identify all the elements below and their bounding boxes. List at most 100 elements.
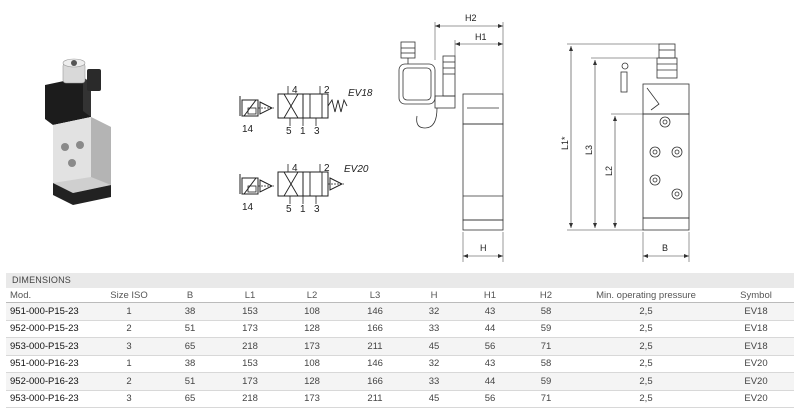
table-cell: 59 bbox=[540, 323, 552, 335]
table-cell: 953-000-P15-23 bbox=[10, 340, 79, 352]
table-cell: 953-000-P16-23 bbox=[10, 393, 79, 405]
table-cell: 128 bbox=[304, 323, 320, 335]
table-cell: 2 bbox=[126, 323, 132, 335]
table-cell: 2,5 bbox=[639, 340, 653, 352]
table-cell: 43 bbox=[484, 305, 496, 317]
table-cell: 2,5 bbox=[639, 305, 653, 317]
table-title: DIMENSIONS bbox=[6, 273, 794, 288]
front-dim-b: B bbox=[662, 243, 668, 253]
table-cell: 2,5 bbox=[639, 393, 653, 405]
ev20-port-4: 4 bbox=[292, 163, 298, 174]
table-cell: EV20 bbox=[744, 358, 768, 370]
table-cell: 153 bbox=[242, 358, 258, 370]
table-cell: 146 bbox=[367, 358, 383, 370]
table-cell: 153 bbox=[242, 305, 258, 317]
table-cell: 56 bbox=[484, 340, 496, 352]
table-cell: 43 bbox=[484, 358, 496, 370]
side-dim-h2: H2 bbox=[465, 13, 477, 23]
table-cell: 56 bbox=[484, 393, 496, 405]
table-cell: 166 bbox=[367, 323, 383, 335]
dimensions-table: Mod. Size ISO B L1 L2 L3 H H1 H2 Min. op… bbox=[6, 288, 794, 408]
table-header-row: Mod. Size ISO B L1 L2 L3 H H1 H2 Min. op… bbox=[6, 288, 794, 303]
table-cell: 951-000-P16-23 bbox=[10, 358, 79, 370]
table-cell: 71 bbox=[540, 340, 552, 352]
table-cell: 51 bbox=[184, 375, 196, 387]
col-header: L1 bbox=[220, 288, 280, 303]
col-header: L3 bbox=[344, 288, 406, 303]
table-row: 951-000-P15-23 1 38 153 108 146 32 43 58 2,5 EV18 bbox=[6, 302, 794, 320]
ev20-port-5: 5 bbox=[286, 204, 292, 215]
ev18-port-1: 1 bbox=[300, 126, 306, 137]
table-cell: 33 bbox=[428, 323, 440, 335]
table-cell: 108 bbox=[304, 305, 320, 317]
table-cell: 58 bbox=[540, 358, 552, 370]
table-cell: 173 bbox=[304, 340, 320, 352]
col-header: B bbox=[160, 288, 220, 303]
col-header: Size ISO bbox=[98, 288, 160, 303]
side-dim-h1: H1 bbox=[475, 32, 487, 42]
table-cell: 211 bbox=[367, 393, 383, 405]
valve-symbols: 4 2 14 5 1 3 EV18 bbox=[239, 85, 373, 215]
symbol-ev18: 4 2 14 5 1 3 EV18 bbox=[239, 85, 373, 137]
table-cell: 1 bbox=[126, 305, 132, 317]
table-cell: 952-000-P16-23 bbox=[10, 375, 79, 387]
col-header: Mod. bbox=[6, 288, 98, 303]
col-header: H1 bbox=[462, 288, 518, 303]
front-dim-l2: L2 bbox=[604, 166, 614, 176]
table-cell: EV20 bbox=[744, 393, 768, 405]
table-cell: 71 bbox=[540, 393, 552, 405]
ev18-port-3: 3 bbox=[314, 126, 320, 137]
table-cell: EV18 bbox=[744, 305, 768, 317]
table-cell: 59 bbox=[540, 375, 552, 387]
table-cell: 173 bbox=[242, 375, 258, 387]
col-header: H bbox=[406, 288, 462, 303]
table-cell: 2,5 bbox=[639, 358, 653, 370]
table-cell: 32 bbox=[428, 305, 440, 317]
table-cell: 45 bbox=[428, 393, 440, 405]
table-cell: 211 bbox=[367, 340, 383, 352]
table-cell: 173 bbox=[242, 323, 258, 335]
table-cell: 44 bbox=[484, 375, 496, 387]
ev18-port-4: 4 bbox=[292, 85, 298, 96]
front-dim-l1: L1* bbox=[560, 136, 570, 150]
table-cell: 128 bbox=[304, 375, 320, 387]
table-cell: 38 bbox=[184, 305, 196, 317]
table-cell: 218 bbox=[242, 393, 258, 405]
col-header: Symbol bbox=[718, 288, 794, 303]
front-dim-l3: L3 bbox=[584, 145, 594, 155]
col-header: L2 bbox=[280, 288, 344, 303]
product-photo bbox=[45, 58, 111, 205]
ev20-port-1: 1 bbox=[300, 204, 306, 215]
table-cell: EV18 bbox=[744, 340, 768, 352]
table-cell: 1 bbox=[126, 358, 132, 370]
col-header: H2 bbox=[518, 288, 574, 303]
ev20-port-2: 2 bbox=[324, 163, 330, 174]
ev20-port-14: 14 bbox=[242, 202, 254, 213]
dimensions-table-section: DIMENSIONS Mod. Size ISO B L1 L2 L3 H H1… bbox=[6, 273, 794, 408]
col-header: Min. operating pressure bbox=[574, 288, 718, 303]
table-cell: 38 bbox=[184, 358, 196, 370]
table-cell: 108 bbox=[304, 358, 320, 370]
table-cell: 2,5 bbox=[639, 375, 653, 387]
symbol-ev20: 4 2 14 5 1 3 EV20 bbox=[239, 163, 369, 215]
table-cell: 218 bbox=[242, 340, 258, 352]
drawings-area: 4 2 14 5 1 3 EV18 bbox=[45, 13, 690, 262]
ev18-port-2: 2 bbox=[324, 85, 330, 96]
table-cell: 2,5 bbox=[639, 323, 653, 335]
table-cell: EV20 bbox=[744, 375, 768, 387]
table-cell: 951-000-P15-23 bbox=[10, 305, 79, 317]
table-cell: 58 bbox=[540, 305, 552, 317]
ev18-port-14: 14 bbox=[242, 124, 254, 135]
table-cell: 65 bbox=[184, 340, 196, 352]
table-cell: 3 bbox=[126, 340, 132, 352]
ev20-port-3: 3 bbox=[314, 204, 320, 215]
table-cell: 146 bbox=[367, 305, 383, 317]
side-dim-h: H bbox=[480, 243, 487, 253]
ev20-label: EV20 bbox=[344, 164, 369, 175]
table-cell: 51 bbox=[184, 323, 196, 335]
table-cell: 65 bbox=[184, 393, 196, 405]
